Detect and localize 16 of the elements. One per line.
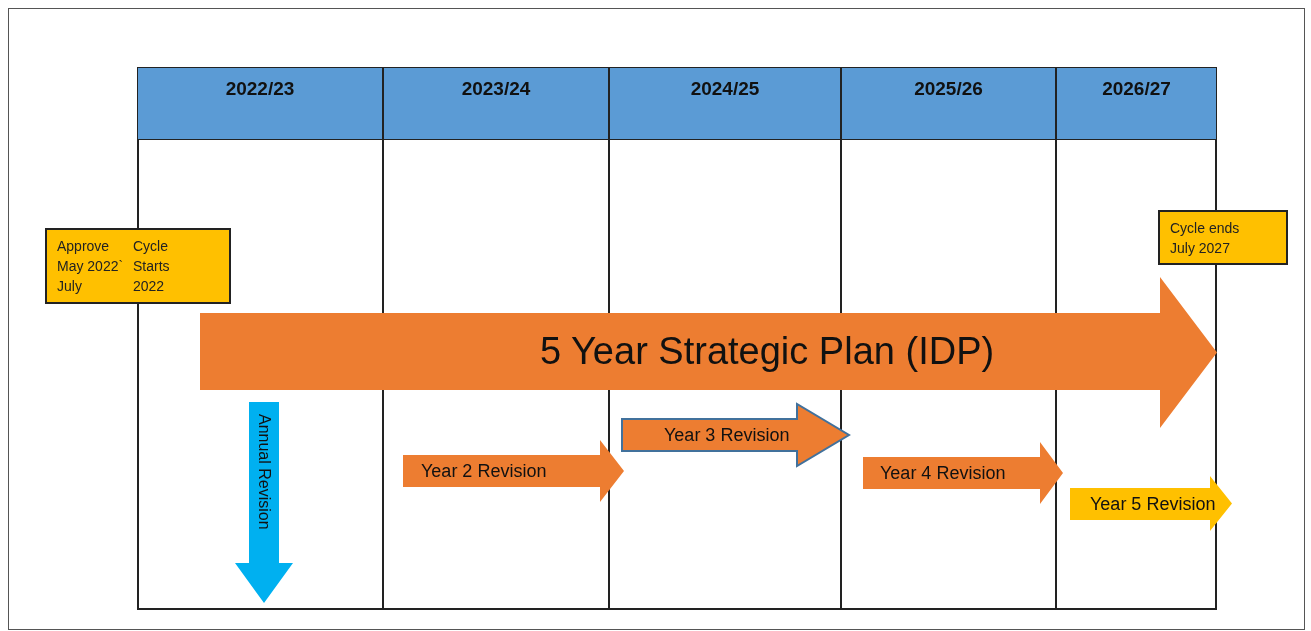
column-header: 2024/25 xyxy=(609,67,841,140)
arrow-label: Year 2 Revision xyxy=(421,460,547,483)
column-header: 2023/24 xyxy=(383,67,609,140)
milestone-text: Approve May 2022` July xyxy=(57,237,125,296)
milestone-text: Cycle ends July 2027 xyxy=(1170,219,1241,257)
milestone-text: Cycle Starts 2022 xyxy=(133,237,171,296)
arrow-label: Annual Revision xyxy=(255,414,274,530)
column-header: 2022/23 xyxy=(137,67,383,140)
column-header: 2026/27 xyxy=(1056,67,1217,140)
arrow-label: Year 4 Revision xyxy=(880,462,1006,485)
milestone-box xyxy=(45,228,231,304)
arrow-label: Year 5 Revision xyxy=(1090,493,1216,516)
milestone-box xyxy=(1158,210,1288,265)
column-header: 2025/26 xyxy=(841,67,1056,140)
arrow-label: Year 3 Revision xyxy=(664,424,790,447)
arrow-label: 5 Year Strategic Plan (IDP) xyxy=(540,329,995,374)
